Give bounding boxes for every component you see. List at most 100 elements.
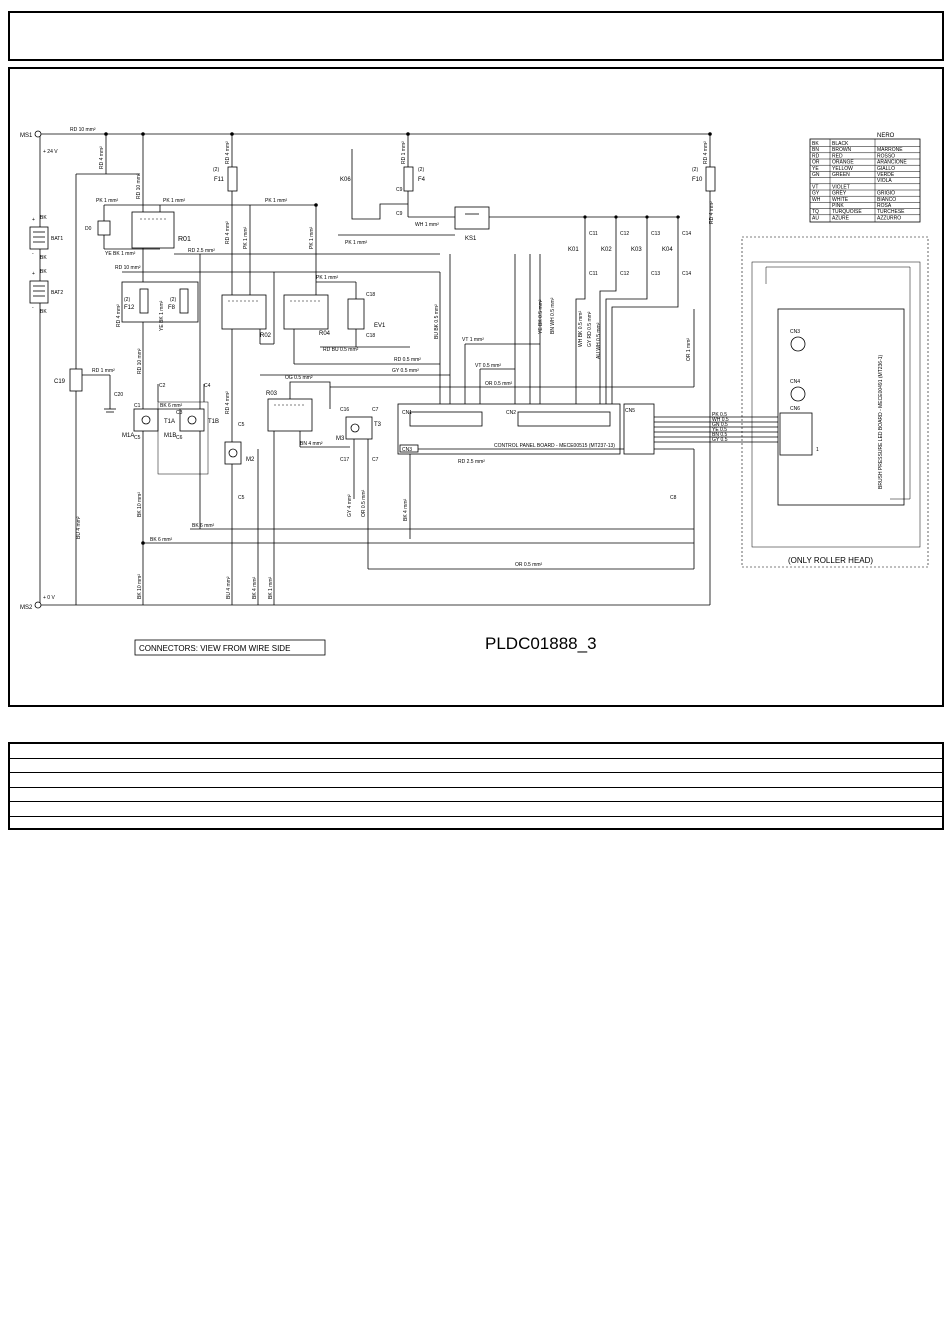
svg-text:RD 2.5 mm²: RD 2.5 mm² bbox=[188, 248, 215, 254]
svg-text:C5: C5 bbox=[134, 435, 141, 441]
ms1-label: MS1 bbox=[20, 133, 33, 139]
control-board-label: CONTROL PANEL BOARD - MECE00515 (MT237-1… bbox=[494, 443, 615, 449]
t1a-label: T1A bbox=[164, 419, 175, 425]
wire-rd10-top: RD 10 mm² bbox=[70, 127, 96, 133]
drawing-code: PLDC01888_3 bbox=[485, 634, 597, 653]
r01-label: R01 bbox=[178, 236, 191, 243]
svg-text:C5: C5 bbox=[238, 422, 245, 428]
svg-text:PK 1 mm²: PK 1 mm² bbox=[96, 198, 119, 204]
m3-label: M3 bbox=[336, 436, 345, 442]
fuse-f4 bbox=[403, 166, 414, 192]
svg-text:C1: C1 bbox=[134, 403, 141, 409]
svg-text:PK 1 mm²: PK 1 mm² bbox=[243, 226, 249, 249]
relay-r03 bbox=[267, 398, 313, 432]
wiring-diagram: MS1 MS2 + 24 V + 0 V RD 10 mm² BK + BAT1… bbox=[20, 127, 929, 656]
svg-text:PK 1 mm²: PK 1 mm² bbox=[309, 226, 315, 249]
svg-text:C9: C9 bbox=[396, 187, 403, 193]
svg-text:GY 0.5 mm²: GY 0.5 mm² bbox=[392, 368, 419, 374]
connector-cn5 bbox=[623, 403, 655, 455]
legend-en-cell: BROWN bbox=[832, 147, 852, 153]
notes-row bbox=[10, 817, 942, 832]
fuse-f8 bbox=[179, 288, 189, 314]
svg-text:OR 1 mm²: OR 1 mm² bbox=[686, 338, 692, 361]
svg-text:RD 1 mm²: RD 1 mm² bbox=[92, 368, 115, 374]
fuse-f12 bbox=[139, 288, 149, 314]
v24-label: + 24 V bbox=[43, 149, 58, 155]
legend-en-cell: AZURE bbox=[832, 215, 850, 221]
svg-text:BK 4 mm²: BK 4 mm² bbox=[403, 498, 409, 521]
svg-text:RD 4 mm²: RD 4 mm² bbox=[116, 304, 122, 327]
legend-en-cell: GREY bbox=[832, 191, 847, 197]
relay-r04 bbox=[283, 294, 329, 330]
legend-it-cell: VIOLA bbox=[877, 178, 892, 184]
k06-label: K06 bbox=[340, 177, 351, 183]
svg-text:BN 0.5: BN 0.5 bbox=[712, 432, 728, 438]
svg-text:BU 4 mm²: BU 4 mm² bbox=[76, 516, 82, 539]
k02-label: K02 bbox=[601, 247, 612, 253]
connectors-note: CONNECTORS: VIEW FROM WIRE SIDE bbox=[139, 644, 290, 653]
svg-text:PK 1 mm²: PK 1 mm² bbox=[345, 240, 368, 246]
svg-text:(2): (2) bbox=[692, 167, 698, 173]
svg-text:YE 0.5: YE 0.5 bbox=[712, 427, 727, 433]
legend-code-cell: WH bbox=[812, 197, 821, 203]
svg-text:GY 4 mm²: GY 4 mm² bbox=[347, 494, 353, 517]
svg-text:RD 4 mm²: RD 4 mm² bbox=[99, 146, 105, 169]
legend-code-cell: TQ bbox=[812, 209, 819, 215]
roller-head-box bbox=[741, 236, 929, 568]
c20-label: C20 bbox=[114, 392, 123, 398]
m2-label: M2 bbox=[246, 457, 255, 463]
svg-text:D0: D0 bbox=[85, 226, 92, 232]
f4-label: F4 bbox=[418, 177, 426, 183]
legend-it-cell: ARANCIONE bbox=[877, 160, 907, 166]
wiring-diagram-frame: MS1 MS2 + 24 V + 0 V RD 10 mm² BK + BAT1… bbox=[8, 67, 944, 707]
ks1-label: KS1 bbox=[465, 236, 477, 242]
svg-text:(2): (2) bbox=[124, 297, 130, 303]
v0-label: + 0 V bbox=[43, 595, 55, 601]
bat1-label: BAT1 bbox=[51, 236, 63, 242]
solenoid-valve-ev1 bbox=[347, 298, 365, 330]
svg-text:RD 1 mm²: RD 1 mm² bbox=[401, 141, 407, 164]
legend-code-cell: BK bbox=[812, 141, 819, 147]
legend-it-cell: MARRONE bbox=[877, 147, 903, 153]
svg-text:BK 1 mm²: BK 1 mm² bbox=[268, 576, 274, 599]
svg-text:C14: C14 bbox=[682, 231, 691, 237]
svg-text:OG 0.5 mm²: OG 0.5 mm² bbox=[285, 375, 313, 381]
legend-header: NERO bbox=[877, 133, 895, 139]
f12-label: F12 bbox=[124, 305, 135, 311]
svg-text:C18: C18 bbox=[366, 333, 375, 339]
svg-text:RD 4 mm²: RD 4 mm² bbox=[703, 141, 709, 164]
svg-text:OR 0.5 mm²: OR 0.5 mm² bbox=[485, 381, 513, 387]
legend-en-cell: ORANGE bbox=[832, 160, 854, 166]
legend-it-cell: ROSSO bbox=[877, 153, 895, 159]
svg-text:CN3: CN3 bbox=[790, 329, 800, 335]
svg-text:CN1: CN1 bbox=[402, 410, 412, 416]
svg-text:C16: C16 bbox=[340, 407, 349, 413]
legend-en-cell: VIOLET bbox=[832, 184, 850, 190]
svg-text:PK 1 mm²: PK 1 mm² bbox=[163, 198, 186, 204]
legend-en-cell: RED bbox=[832, 153, 843, 159]
svg-text:BK 6 mm²: BK 6 mm² bbox=[150, 537, 173, 543]
svg-text:VT 1 mm²: VT 1 mm² bbox=[462, 337, 484, 343]
bat1-bk-top: BK bbox=[40, 215, 47, 221]
brush-board-label: BRUSH PRESSURE LED BOARD - MECE00491 (MT… bbox=[878, 354, 884, 489]
svg-text:WH 0.5: WH 0.5 bbox=[712, 417, 729, 423]
svg-text:YE BK 0.5 mm²: YE BK 0.5 mm² bbox=[538, 299, 544, 334]
ms1-terminal bbox=[34, 130, 42, 138]
title-block-header bbox=[8, 11, 944, 61]
svg-text:OR 0.5 mm²: OR 0.5 mm² bbox=[515, 562, 543, 568]
bat1-bk-bottom: BK bbox=[40, 255, 47, 261]
k03-label: K03 bbox=[631, 247, 642, 253]
svg-text:(2): (2) bbox=[418, 167, 424, 173]
svg-text:C14: C14 bbox=[682, 271, 691, 277]
svg-text:RD 10 mm²: RD 10 mm² bbox=[137, 348, 143, 374]
battery-bat1: BK + BAT1 BK - bbox=[29, 215, 63, 261]
svg-text:C2: C2 bbox=[159, 383, 166, 389]
svg-text:BK 4 mm²: BK 4 mm² bbox=[252, 576, 258, 599]
svg-text:RD 0.5 mm²: RD 0.5 mm² bbox=[394, 357, 421, 363]
f11-label: F11 bbox=[214, 177, 225, 183]
ms2-label: MS2 bbox=[20, 605, 33, 611]
diode-d0 bbox=[97, 220, 111, 236]
svg-text:PK 1 mm²: PK 1 mm² bbox=[265, 198, 288, 204]
svg-text:-: - bbox=[32, 251, 34, 257]
svg-text:YE BK 1 mm²: YE BK 1 mm² bbox=[159, 300, 165, 331]
